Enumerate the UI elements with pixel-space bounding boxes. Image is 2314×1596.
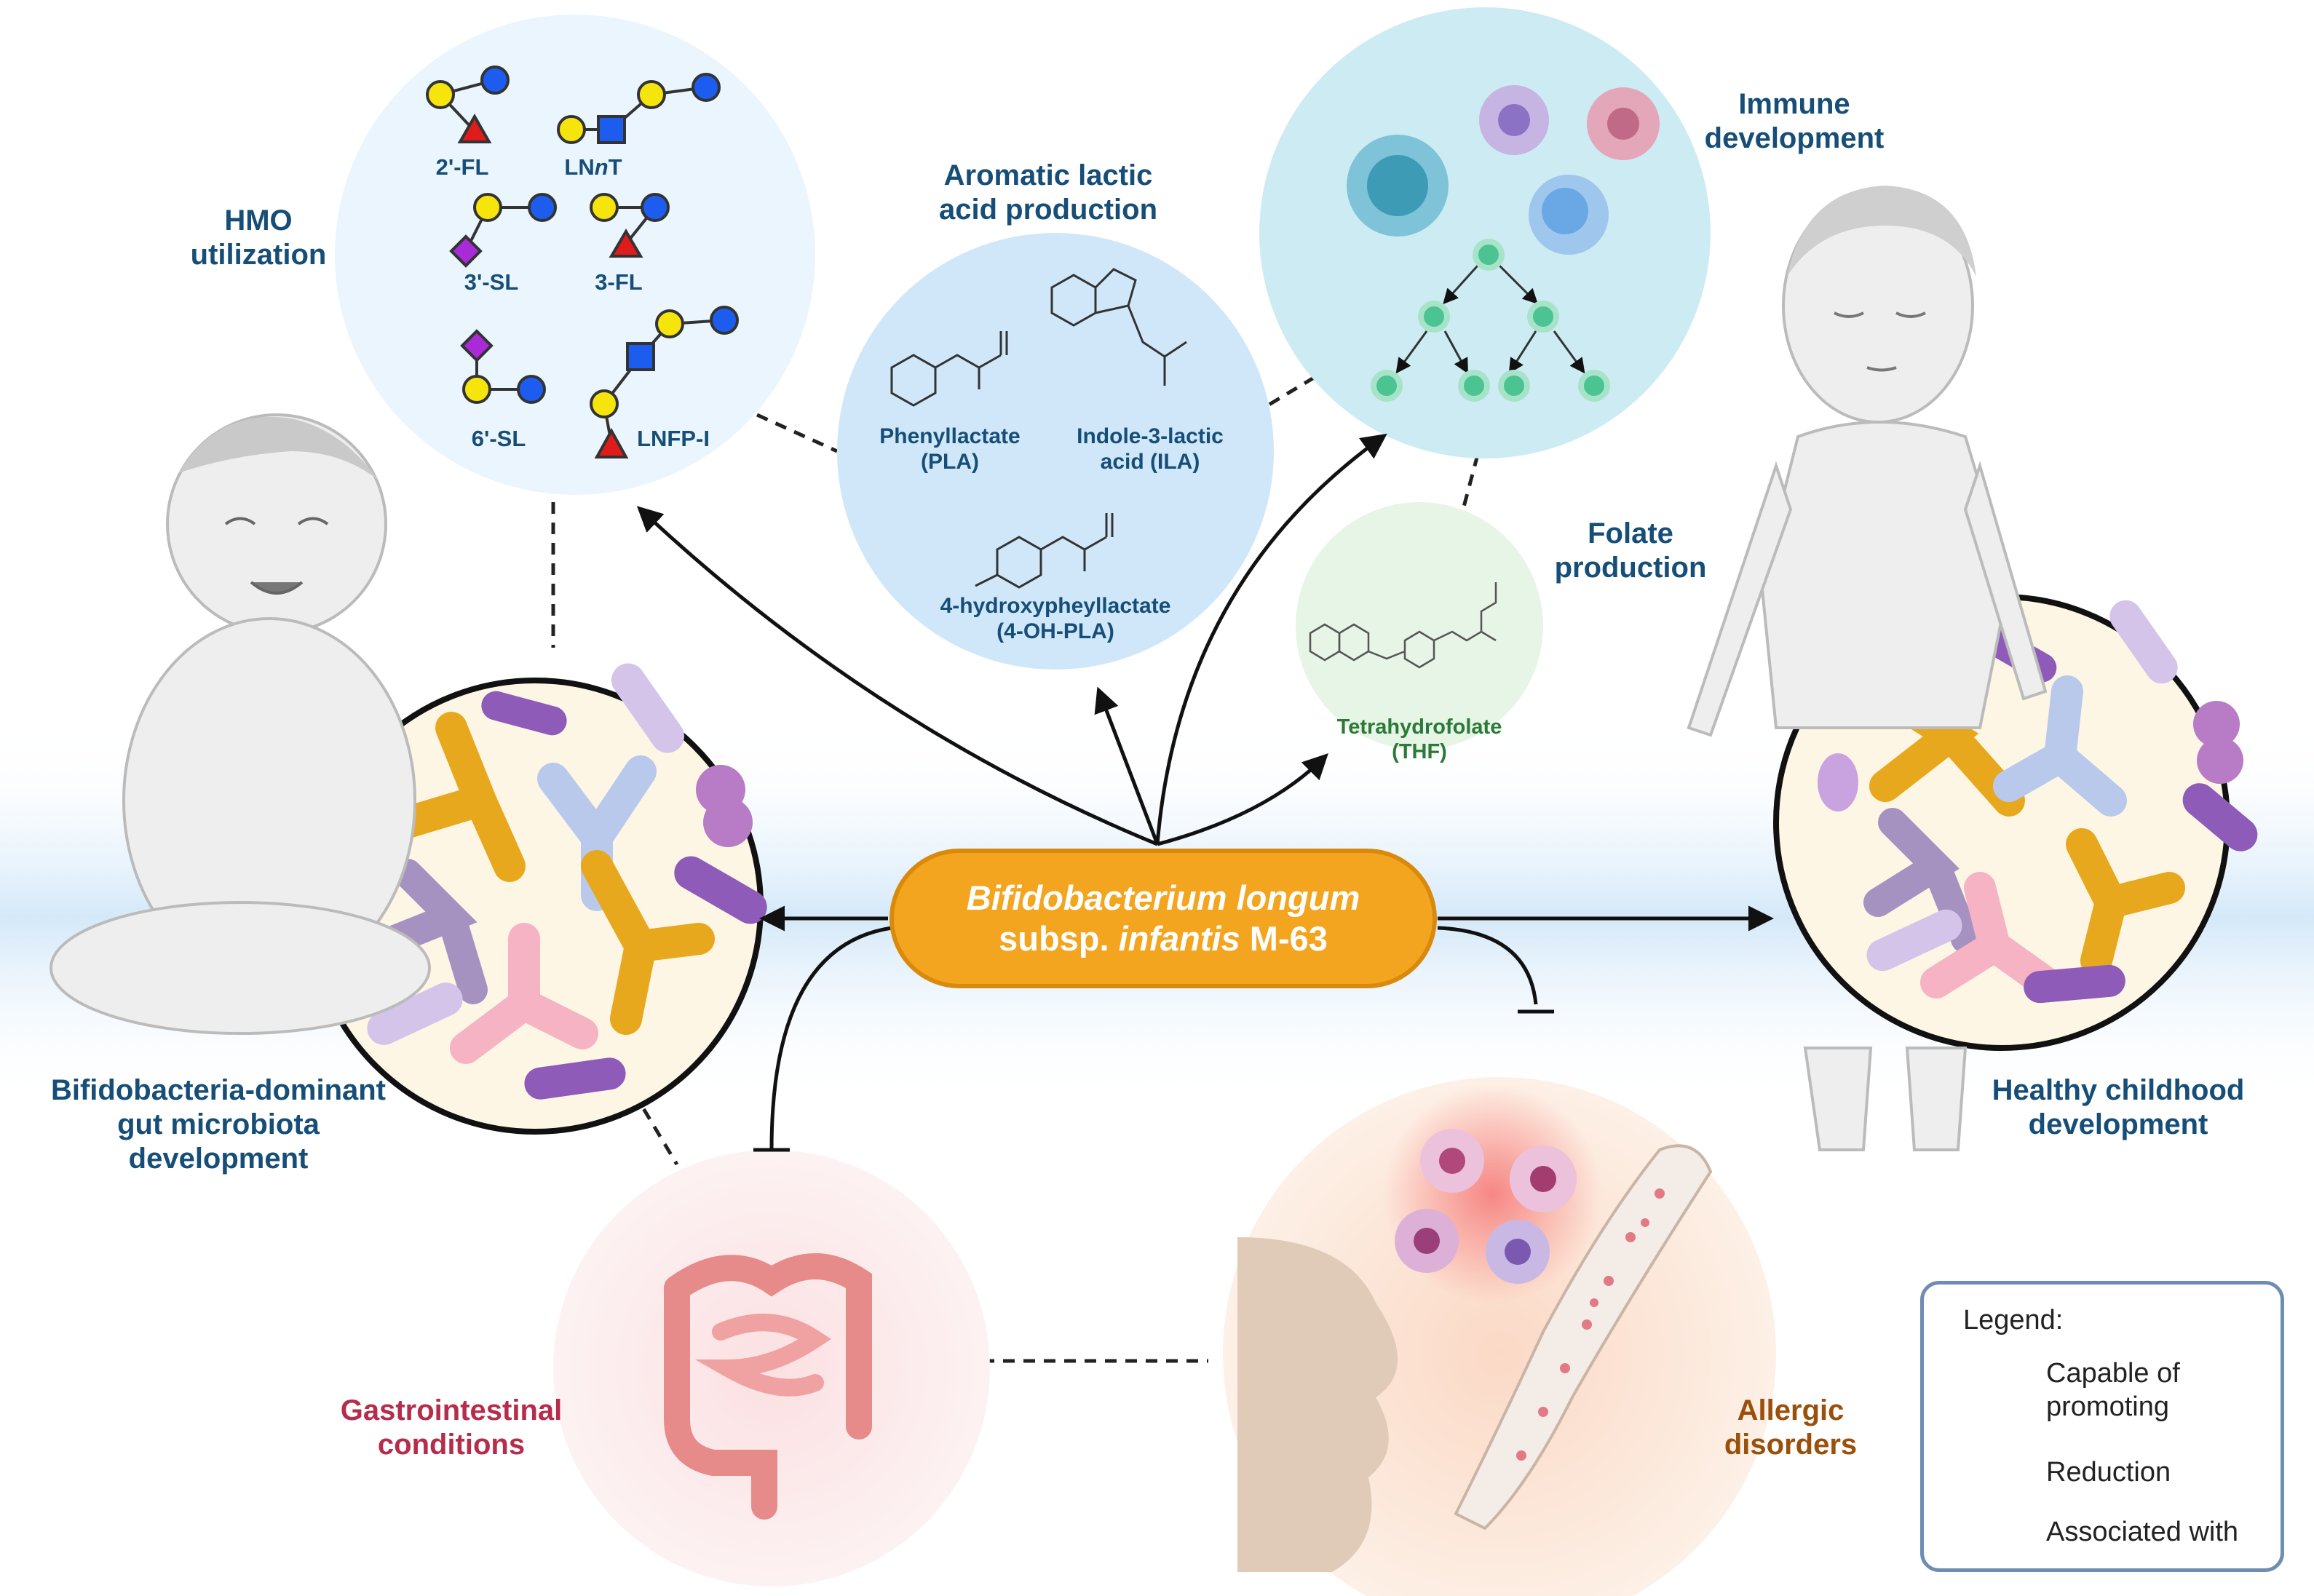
child-face [1834,311,1926,372]
galactose-icon [426,80,455,109]
intestine-icon [664,1253,872,1520]
bifidobacterium-icon [392,712,526,882]
legend-title: Legend: [1963,1305,2064,1335]
legend: Legend: Capable of promoting Reduction A… [1920,1281,2284,1572]
sugar-label-3fl: 3-FL [595,269,643,295]
face-profile-icon [1237,1237,1398,1572]
arrow-to-folate [1157,753,1328,846]
sialic-acid-icon [449,234,483,268]
pla-label: Phenyllactate (PLA) [879,424,1021,475]
sugar-label-lnnt: LNnT [564,154,622,180]
reduction-lines [753,926,1554,1152]
benzene-ring-pla [890,354,937,407]
glucose-icon [480,65,510,95]
hmo-glycans [426,65,739,458]
assoc-hmo-aromatic [756,413,839,453]
infant-hair [178,416,379,480]
sugar-label-6sl: 6'-SL [471,426,526,451]
allergy-cells [1395,1129,1577,1284]
reduction-to-allergy [1437,926,1538,1005]
ila-label: Indole-3-lactic acid (ILA) [1077,424,1224,475]
sugar-label-2fl: 2'-FL [435,154,489,180]
aromatic-title: Aromatic lactic acid production [939,159,1157,226]
chemical-structures [890,268,1187,589]
rod-bacterium-icon [674,856,767,924]
folate-circle [1296,502,1543,750]
legend-reduction-label: Reduction [2046,1457,2171,1488]
thf-structure [1309,582,1497,669]
healthy-label: Healthy childhood development [1992,1074,2245,1141]
allergy-label: Allergic disorders [1724,1394,1858,1461]
organism-name-line1: Bifidobacterium longum [966,878,1360,917]
reduction-to-gi [769,926,892,1151]
gut-label: Bifidobacteria-dominant gut microbiota d… [50,1074,387,1175]
assoc-gut-gi [631,1090,679,1166]
promote-arrows [636,433,1774,932]
arrow-to-hmo [636,506,1158,846]
gi-label: Gastrointestinal conditions [340,1394,563,1461]
hmo-circle [335,15,815,495]
glcnac-icon [597,115,626,144]
sugar-label-3sl: 3'-SL [464,269,519,295]
healthy-bacteria [1818,600,2258,1004]
child-hair [1787,186,1976,277]
arrow-to-immune [1155,433,1387,845]
thf-label: Tetrahydrofolate (THF) [1336,715,1502,764]
hmo-title: HMO utilization [190,205,327,271]
arrow-to-aromatic [1094,686,1160,845]
legend-promote-label: Capable of promoting [2046,1358,2180,1422]
immune-title: Immune development [1704,88,1885,155]
legend-associated-label: Associated with [2046,1517,2239,1547]
organism-name-line2: subsp. infantis M-63 [999,919,1328,958]
aromatic-circle [837,233,1274,670]
rash-arm-icon [1454,1144,1713,1531]
infant-face [224,517,329,595]
assoc-immune-folate [1461,454,1480,510]
immune-cells [1347,85,1660,402]
child-figure-icon [1687,188,2048,1151]
rash-dots [1516,1188,1665,1461]
sugar-label-lnfp: LNFP-I [637,426,710,451]
center-organism-label: Bifidobacterium longum subsp. infantis M… [889,849,1437,988]
fucose-icon [457,113,492,143]
infant-figure-icon [49,413,431,1035]
t-cell-icon [1473,239,1505,271]
ohpla-label: 4-hydroxypheyllactate (4-OH-PLA) [940,594,1171,644]
folate-title: Folate production [1554,517,1707,584]
